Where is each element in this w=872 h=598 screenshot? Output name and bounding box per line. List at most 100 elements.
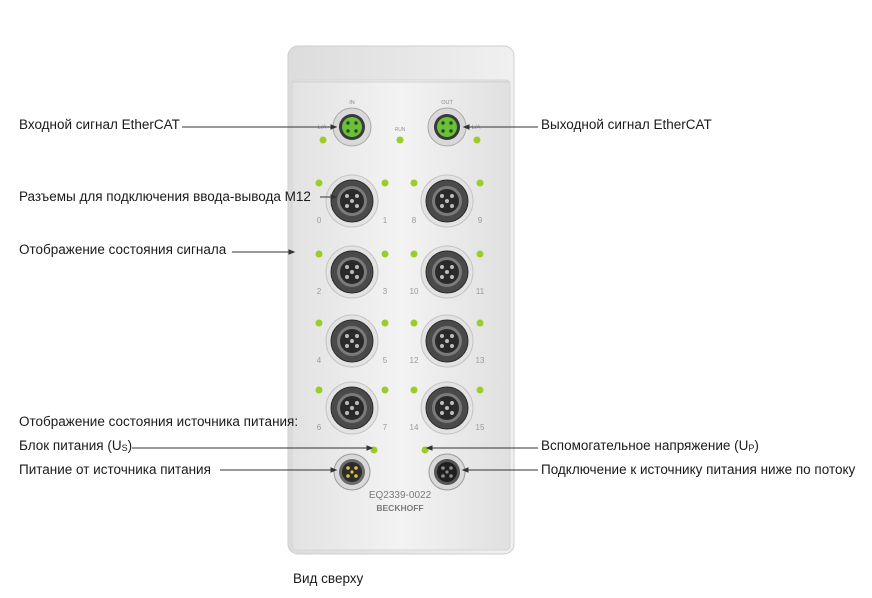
m12-pin [440,401,444,405]
label-ethercat-out: Выходной сигнал EtherCAT [541,117,712,132]
m12-pin [440,344,444,348]
m12-pin [450,265,454,269]
m12-pin [355,194,359,198]
m12-pin [345,411,349,415]
m12-pin [450,194,454,198]
label-aux-voltage-close: ) [754,438,759,453]
m12-pin [450,401,454,405]
label-signal-status: Отображение состояния сигнала [19,242,227,257]
led-channel-9 [476,179,484,187]
m12-pin [450,334,454,338]
label-power-unit-subscript: S [121,443,128,453]
ethercat-out-connector [427,107,467,147]
led-channel-3 [381,250,389,258]
m12-pin [345,401,349,405]
m12-pin [440,265,444,269]
led-channel-1 [381,179,389,187]
led-channel-14 [410,386,418,394]
m12-pin [440,194,444,198]
m12-pin [440,275,444,279]
channel-number: 10 [410,287,419,296]
channel-number: 2 [317,287,322,296]
led-channel-12 [410,319,418,327]
m12-pin [355,344,359,348]
channel-number: 7 [383,423,388,432]
m12-pin [440,204,444,208]
m12-pin [345,275,349,279]
m12-pin [355,334,359,338]
port-label-in: IN [349,100,355,106]
label-ethercat-in: Входной сигнал EtherCAT [19,117,180,132]
channel-number: 1 [383,216,388,225]
m12-pin [345,344,349,348]
led-channel-8 [410,179,418,187]
channel-number: 15 [476,423,485,432]
m12-pin [345,204,349,208]
led-channel-10 [410,250,418,258]
port-label-out: OUT [441,100,453,106]
channel-number: 3 [383,287,388,296]
device-model: EQ2339-0022 [369,490,432,501]
label-power-unit-text: Блок питания (U [19,438,122,453]
channel-number: 14 [410,423,419,432]
m12-pin [345,194,349,198]
power-out-connector [428,453,466,491]
led-channel-5 [381,319,389,327]
m12-pin [355,411,359,415]
m12-pin [440,411,444,415]
label-power-status-heading: Отображение состояния источника питания: [19,414,299,429]
m12-pin [445,270,449,274]
m12-pin [450,275,454,279]
m12-pin [350,339,354,343]
channel-number: 6 [317,423,322,432]
m12-pin [350,406,354,410]
m12-pin [450,411,454,415]
led-channel-6 [315,386,323,394]
led-la-in [319,136,327,144]
device-brand: BECKHOFF [376,503,423,513]
led-channel-2 [315,250,323,258]
m12-pin [445,339,449,343]
m12-pin [355,275,359,279]
label-power-downstream: Подключение к источнику питания ниже по … [541,462,856,477]
label-view-caption: Вид сверху [293,571,364,586]
device-housing [287,45,515,555]
m12-pin [445,199,449,203]
led-channel-0 [315,179,323,187]
m12-pin [355,265,359,269]
led-channel-4 [315,319,323,327]
m12-pin [450,204,454,208]
channel-number: 11 [476,287,485,296]
m12-pin [440,334,444,338]
channel-number: 4 [317,356,322,365]
m12-pin [345,265,349,269]
channel-number: 5 [383,356,388,365]
led-channel-13 [476,319,484,327]
led-run [396,136,404,144]
port-label-la-left: L/A [317,125,326,131]
leader-lines [132,124,538,473]
m12-pin [345,334,349,338]
power-in-connector [333,453,371,491]
port-label-run: RUN [395,127,406,133]
m12-pin [355,204,359,208]
label-aux-voltage-subscript: P [748,443,755,453]
channel-number: 8 [412,216,417,225]
led-channel-7 [381,386,389,394]
channel-number: 9 [478,216,483,225]
led-la-out [473,136,481,144]
channel-number: 13 [476,356,485,365]
label-power-supply: Питание от источника питания [19,462,211,477]
m12-pin [350,270,354,274]
label-power-unit-close: ) [127,438,133,453]
label-power-unit: Блок питания (US) [19,438,132,456]
m12-pin [350,199,354,203]
m12-pin [445,406,449,410]
label-m12-connectors: Разъемы для подключения ввода-вывода M12 [19,189,311,204]
m12-pin [450,344,454,348]
led-channel-11 [476,250,484,258]
label-aux-voltage-text: Вспомогательное напряжение (U [541,438,749,453]
ethercat-in-connector [332,107,372,147]
